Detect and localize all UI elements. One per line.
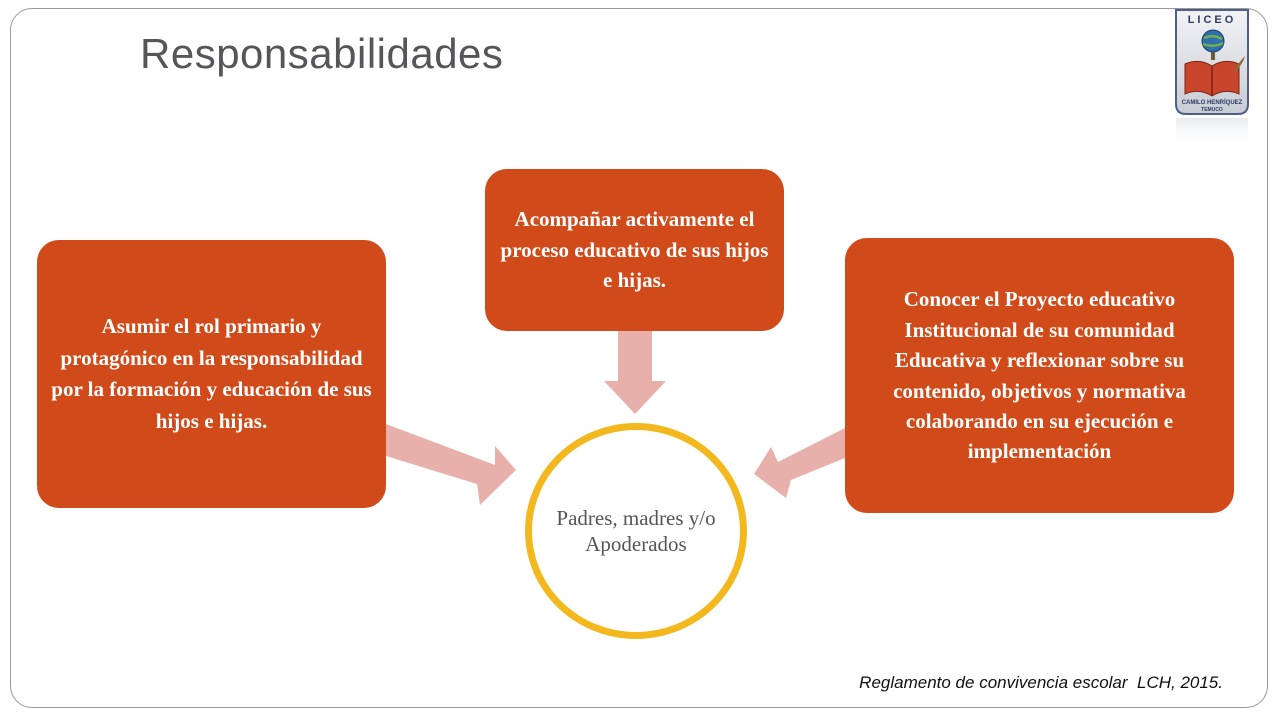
globe-icon bbox=[1201, 29, 1225, 53]
logo-city-text: TEMUCO bbox=[1201, 107, 1223, 113]
arrow-left-to-center bbox=[386, 424, 516, 505]
slide-title: Responsabilidades bbox=[140, 30, 504, 77]
citation: Reglamento de convivencia escolar LCH, 2… bbox=[859, 673, 1223, 692]
node-top: Acompañar activamente el proceso educati… bbox=[485, 169, 784, 331]
logo-name-text: CAMILO HENRÍQUEZ bbox=[1182, 98, 1243, 106]
node-right-text: Conocer el Proyecto educativo Institucio… bbox=[893, 287, 1186, 464]
node-top-text: Acompañar activamente el proceso educati… bbox=[500, 207, 769, 293]
center-node-text: Padres, madres y/o Apoderados bbox=[556, 505, 716, 556]
arrow-right-to-center bbox=[754, 428, 845, 498]
slide-frame bbox=[10, 8, 1268, 708]
node-left-text: Asumir el rol primario y protagónico en … bbox=[51, 314, 372, 433]
quill-icon bbox=[1233, 56, 1245, 72]
logo-top-text: LICEO bbox=[1188, 14, 1237, 26]
center-node: Padres, madres y/o Apoderados bbox=[525, 423, 747, 639]
school-logo: LICEO CAMILO HENRÍQUEZ TEMUCO bbox=[1175, 9, 1249, 148]
arrow-top-to-center bbox=[604, 331, 666, 414]
node-left: Asumir el rol primario y protagónico en … bbox=[37, 240, 386, 508]
node-right: Conocer el Proyecto educativo Institucio… bbox=[845, 238, 1234, 513]
